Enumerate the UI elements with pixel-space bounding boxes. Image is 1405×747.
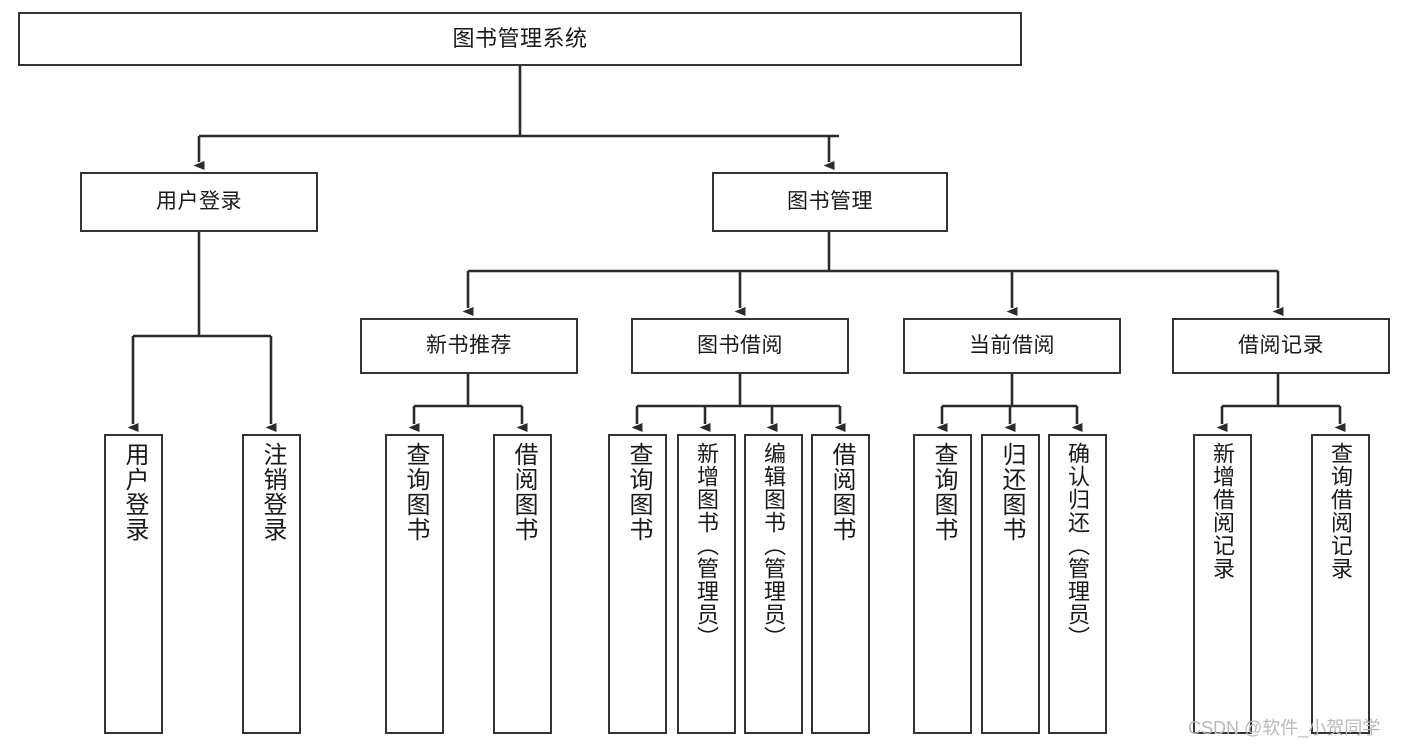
node-new-book-recommend[interactable]: 新书推荐 — [360, 318, 578, 374]
node-label: 当前借阅 — [969, 334, 1055, 358]
node-label: 确认归还（管理员） — [1065, 442, 1091, 649]
node-root-book-management-system[interactable]: 图书管理系统 — [18, 12, 1022, 66]
node-label: 编辑图书（管理员） — [761, 442, 787, 649]
node-label: 用户登录 — [120, 442, 148, 542]
node-label: 查询图书 — [929, 442, 957, 542]
node-leaf-borrow-book[interactable]: 借阅图书 — [811, 434, 870, 734]
node-borrow-record[interactable]: 借阅记录 — [1172, 318, 1390, 374]
node-label: 归还图书 — [997, 442, 1025, 542]
node-current-borrow[interactable]: 当前借阅 — [903, 318, 1121, 374]
node-label: 新增图书（管理员） — [694, 442, 720, 649]
node-label: 查询图书 — [401, 442, 429, 542]
node-label: 新书推荐 — [426, 334, 512, 358]
node-label: 图书借阅 — [697, 334, 783, 358]
node-label: 注销登录 — [258, 442, 286, 542]
node-label: 新增借阅记录 — [1210, 442, 1236, 580]
node-leaf-return-book[interactable]: 归还图书 — [981, 434, 1040, 734]
node-label: 图书管理 — [787, 190, 873, 214]
node-book-borrow[interactable]: 图书借阅 — [631, 318, 849, 374]
node-leaf-user-login[interactable]: 用户登录 — [104, 434, 163, 734]
node-leaf-user-logout[interactable]: 注销登录 — [242, 434, 301, 734]
node-leaf-edit-book[interactable]: 编辑图书（管理员） — [744, 434, 803, 734]
node-label: 借阅记录 — [1238, 334, 1324, 358]
node-leaf-borrow-book-recommend[interactable]: 借阅图书 — [493, 434, 552, 734]
node-label: 图书管理系统 — [452, 25, 588, 51]
node-leaf-query-borrow-record[interactable]: 查询借阅记录 — [1311, 434, 1370, 734]
node-leaf-query-book-borrow[interactable]: 查询图书 — [608, 434, 667, 734]
node-book-manage[interactable]: 图书管理 — [712, 172, 948, 232]
node-leaf-add-borrow-record[interactable]: 新增借阅记录 — [1193, 434, 1252, 734]
node-label: 查询借阅记录 — [1328, 442, 1354, 580]
node-label: 借阅图书 — [827, 442, 855, 542]
node-leaf-confirm-return[interactable]: 确认归还（管理员） — [1048, 434, 1107, 734]
node-leaf-add-book[interactable]: 新增图书（管理员） — [677, 434, 736, 734]
node-label: 用户登录 — [156, 190, 242, 214]
node-label: 查询图书 — [624, 442, 652, 542]
node-label: 借阅图书 — [509, 442, 537, 542]
node-leaf-query-book-recommend[interactable]: 查询图书 — [385, 434, 444, 734]
node-leaf-query-book-current[interactable]: 查询图书 — [913, 434, 972, 734]
node-user-login[interactable]: 用户登录 — [80, 172, 318, 232]
